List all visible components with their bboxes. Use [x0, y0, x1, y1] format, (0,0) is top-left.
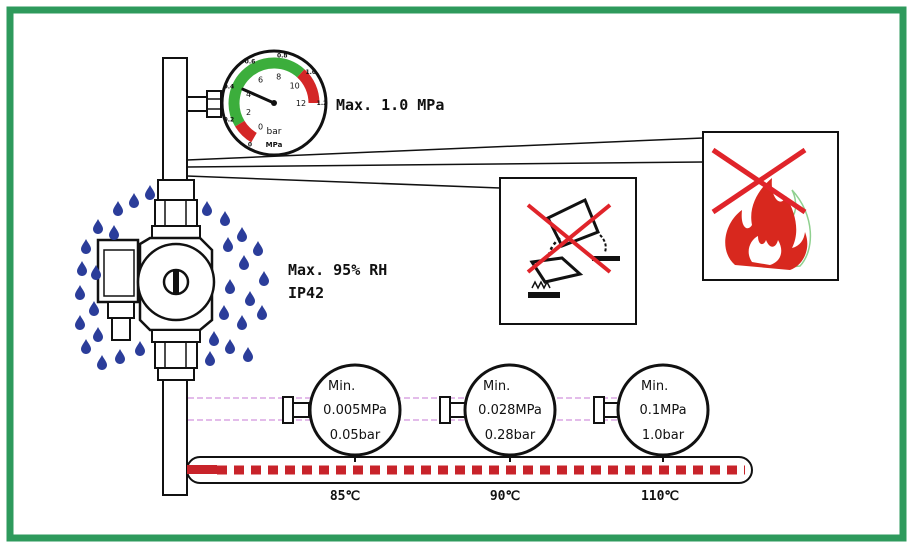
min-pressure-bar: 0.05bar [330, 428, 381, 443]
water-drop-icon [205, 351, 215, 366]
water-drop-icon [239, 255, 249, 270]
gauge-connector [593, 396, 621, 424]
max-pressure-label: Max. 1.0 MPa [336, 96, 444, 114]
gauge-outer-tick: 0.4 [224, 84, 235, 91]
guide-lines [188, 397, 625, 421]
water-drop-icon [77, 261, 87, 276]
leader-lines [186, 137, 704, 189]
min-label: Min. [483, 379, 510, 394]
min-pressure-gauge-85: Min. 0.005MPa 0.05bar 85℃ [282, 363, 402, 504]
min-label: Min. [328, 379, 355, 394]
gauge-outer-tick: 1.2 [317, 100, 328, 107]
water-drop-icon [89, 301, 99, 316]
gauge-outer-tick: 1.0 [305, 69, 316, 76]
no-chemicals-warning [499, 177, 637, 325]
gauge-outer-tick: 0.6 [245, 58, 256, 65]
gauge-inner-tick: 10 [290, 82, 300, 91]
gauge-red-arc-high [296, 69, 320, 104]
gauge-outer-tick: 0 [248, 142, 252, 149]
gauge-unit-bar: bar [267, 127, 282, 137]
min-label: Min. [641, 379, 668, 394]
gauge-outer-tick: 0.8 [277, 53, 288, 60]
water-drop-icon [219, 305, 229, 320]
water-drop-icon [109, 225, 119, 240]
min-pressure-bar: 0.28bar [485, 428, 536, 443]
water-drop-icon [202, 201, 212, 216]
ip-rating-label: IP42 [288, 284, 324, 302]
water-drop-icon [223, 237, 233, 252]
temperature-label: 90℃ [490, 489, 520, 504]
min-pressure-mpa: 0.005MPa [323, 403, 387, 418]
gauge-inner-tick: 0 [258, 122, 263, 131]
water-drop-icon [145, 185, 155, 200]
gauge-unit-mpa: MPa [266, 141, 283, 149]
water-drop-icon [225, 339, 235, 354]
water-drop-icon [245, 291, 255, 306]
water-drop-icon [135, 341, 145, 356]
gauge-inner-tick: 8 [276, 72, 281, 81]
temperature-label: 110℃ [641, 489, 679, 504]
water-drop-icon [113, 201, 123, 216]
gauge-hub [271, 100, 277, 106]
water-drop-icon [75, 315, 85, 330]
no-corrosive-liquids-icon [526, 197, 620, 298]
gauge-red-arc-low [235, 120, 258, 143]
no-fire-warning [702, 131, 839, 281]
gauge-connector [186, 90, 222, 118]
min-pressure-mpa: 0.028MPa [478, 403, 542, 418]
water-drop-icon [243, 347, 253, 362]
water-drop-icon [91, 265, 101, 280]
water-drop-icon [93, 219, 103, 234]
max-humidity-label: Max. 95% RH [288, 261, 387, 279]
gauge-connector [439, 396, 467, 424]
min-pressure-gauge-110: Min. 0.1MPa 1.0bar 110℃ [593, 363, 710, 504]
gauge-inner-tick: 6 [258, 76, 263, 85]
gauge-outer-tick: 0.2 [224, 116, 235, 123]
water-drop-icon [81, 339, 91, 354]
water-drop-icon [237, 227, 247, 242]
min-pressure-gauge-90: Min. 0.028MPa 0.28bar 90℃ [439, 363, 557, 504]
no-fire-icon [711, 147, 812, 270]
water-drop-icon [259, 271, 269, 286]
water-drop-icon [93, 327, 103, 342]
heated-pipe [186, 456, 753, 484]
water-drop-icon [129, 193, 139, 208]
water-drop-icon [257, 305, 267, 320]
gauge-inner-tick: 2 [246, 108, 251, 117]
gauge-inner-tick: 4 [246, 90, 251, 99]
water-drop-icon [97, 355, 107, 370]
gauge-connector [282, 396, 310, 424]
water-drops [75, 185, 269, 370]
water-drop-icon [115, 349, 125, 364]
gauge-needle [241, 87, 276, 105]
gauge-inner-tick: 12 [296, 99, 306, 108]
min-pressure-bar: 1.0bar [642, 428, 685, 443]
water-drop-icon [237, 315, 247, 330]
frame-border [6, 6, 907, 542]
water-drop-icon [253, 241, 263, 256]
water-drop-icon [81, 239, 91, 254]
circulation-pump [96, 179, 216, 381]
temperature-label: 85℃ [330, 489, 360, 504]
water-drop-icon [220, 211, 230, 226]
gauge-green-arc [228, 57, 305, 127]
water-drop-icon [75, 285, 85, 300]
min-pressure-mpa: 0.1MPa [639, 403, 686, 418]
water-drop-icon [209, 331, 219, 346]
water-drop-icon [225, 279, 235, 294]
